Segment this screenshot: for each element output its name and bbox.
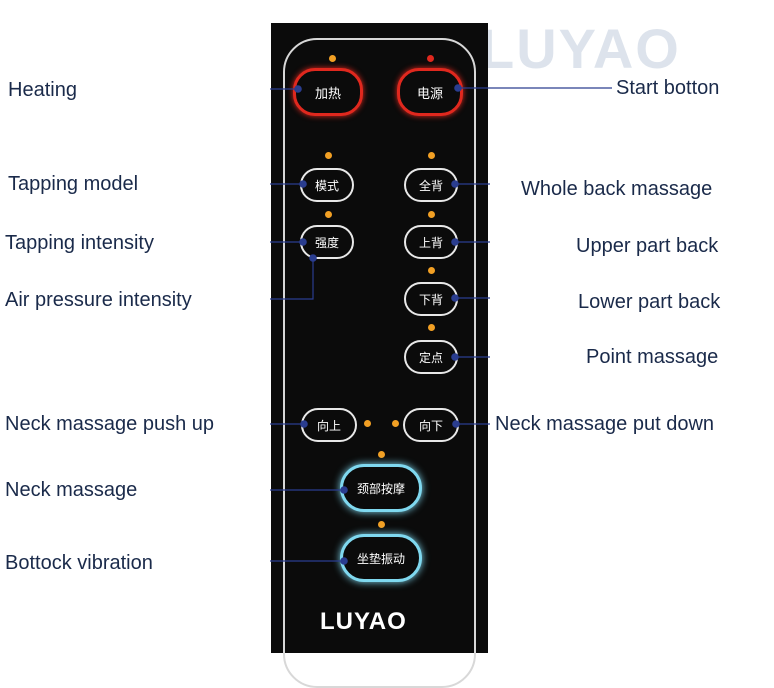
indicator-dot-vibration xyxy=(378,521,385,528)
lower-back-button[interactable]: 下背 xyxy=(404,282,458,316)
label-neck-put-down: Neck massage put down xyxy=(495,413,715,435)
label-upper-back: Upper part back xyxy=(576,235,719,257)
watermark-logo: LUYAO xyxy=(480,17,681,80)
power-button[interactable]: 电源 xyxy=(397,68,463,116)
indicator-dot-point xyxy=(428,324,435,331)
indicator-dot-intensity xyxy=(325,211,332,218)
indicator-dot-upper-back xyxy=(428,211,435,218)
heat-button[interactable]: 加热 xyxy=(293,68,363,116)
label-heating: Heating xyxy=(8,79,77,101)
label-neck-massage: Neck massage xyxy=(5,479,138,501)
leader-air-pressure xyxy=(270,258,314,300)
point-button[interactable]: 定点 xyxy=(404,340,458,374)
label-tapping-intensity: Tapping intensity xyxy=(5,232,154,254)
label-point-massage: Point massage xyxy=(586,346,719,368)
neck-massage-button[interactable]: 颈部按摩 xyxy=(340,464,422,512)
label-lower-back: Lower part back xyxy=(578,291,721,313)
label-air-pressure: Air pressure intensity xyxy=(5,289,192,311)
label-bottock-vibration: Bottock vibration xyxy=(5,552,153,574)
label-start-button: Start botton xyxy=(616,77,720,99)
brand-logo: LUYAO xyxy=(320,608,407,635)
intensity-button[interactable]: 强度 xyxy=(300,225,354,259)
mode-button[interactable]: 模式 xyxy=(300,168,354,202)
indicator-dot-whole-back xyxy=(428,152,435,159)
label-tapping-model: Tapping model xyxy=(8,173,139,195)
indicator-dot-lower-back xyxy=(428,267,435,274)
label-whole-back: Whole back massage xyxy=(521,178,713,200)
vibration-button[interactable]: 坐垫振动 xyxy=(340,534,422,582)
indicator-dot-mode xyxy=(325,152,332,159)
indicator-dot-power xyxy=(427,55,434,62)
indicator-dot-neck xyxy=(378,451,385,458)
leader-lines xyxy=(270,84,612,565)
indicator-dot-heat xyxy=(329,55,336,62)
up-button[interactable]: 向上 xyxy=(301,408,357,442)
indicator-dot-up xyxy=(364,420,371,427)
indicator-dot-down xyxy=(392,420,399,427)
label-neck-push-up: Neck massage push up xyxy=(5,413,215,435)
whole-back-button[interactable]: 全背 xyxy=(404,168,458,202)
